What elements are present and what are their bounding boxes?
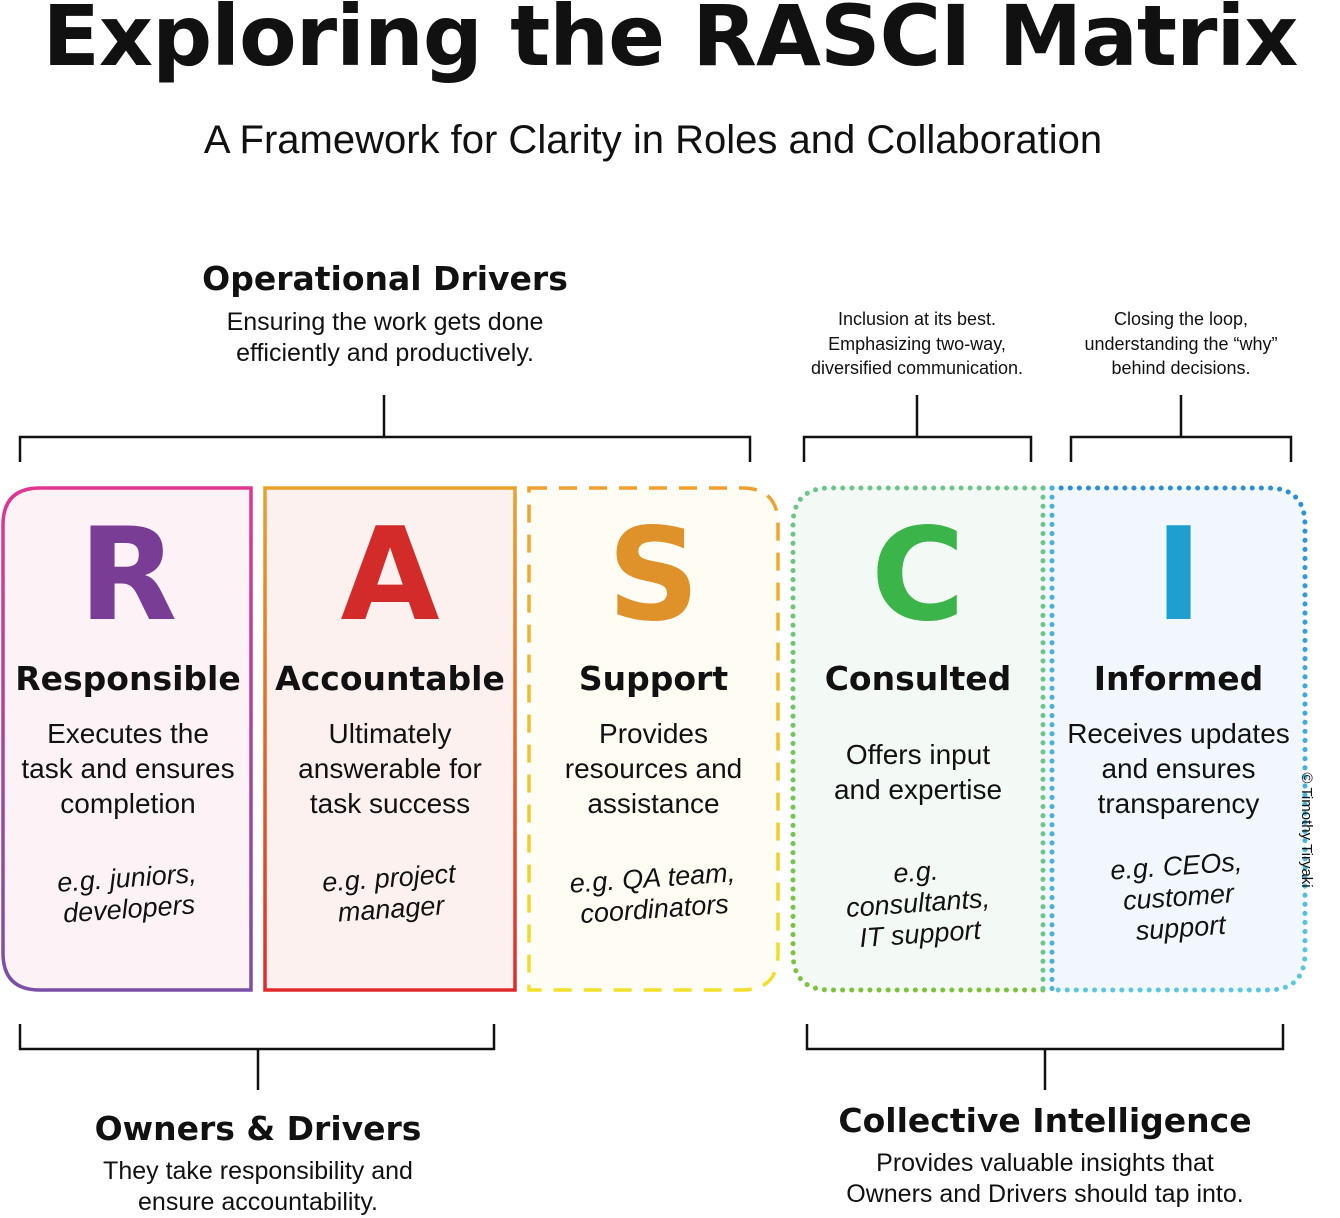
role-example-responsible: e.g. juniors, developers [13,855,243,933]
role-name-support: Support [578,659,729,698]
role-name-consulted: Consulted [824,659,1012,698]
desc-line: transparency [1097,788,1260,819]
page-subtitle: A Framework for Clarity in Roles and Col… [203,118,1103,162]
consulted-note-line-1: Inclusion at its best. [837,309,997,329]
role-card-support: S Support Provides resources and assista… [529,487,778,992]
role-desc-consulted: Offers input and expertise [799,737,1037,807]
desc-line: and ensures [1101,753,1256,784]
desc-line: and expertise [833,774,1003,805]
collective-intelligence-heading: Collective Intelligence [838,1101,1252,1140]
role-desc-responsible: Executes the task and ensures completion [9,716,247,821]
role-example-consulted: e.g. consultants, IT support [802,849,1034,958]
role-desc-informed: Receives updates and ensures transparenc… [1052,716,1305,821]
desc-line: Ultimately [328,718,452,749]
owners-drivers-line-2: ensure accountability. [138,1188,378,1216]
operational-drivers-line-2: efficiently and productively. [236,339,534,367]
operational-drivers-heading: Operational Drivers [202,259,568,298]
informed-note-line-1: Closing the loop, [1113,309,1249,329]
role-card-consulted: C Consulted Offers input and expertise e… [793,487,1043,992]
role-name-responsible: Responsible [15,659,241,698]
consulted-note-line-3: diversified communication. [810,358,1024,378]
letter-c: C [871,501,965,650]
operational-drivers-description: Ensuring the work gets done efficiently … [185,307,585,369]
owners-drivers-heading: Owners & Drivers [94,1109,422,1148]
informed-bracket [1069,395,1293,462]
owners-drivers-description: They take responsibility and ensure acco… [58,1156,458,1218]
consulted-bracket [802,395,1033,462]
role-name-accountable: Accountable [275,659,505,698]
desc-line: completion [60,788,196,819]
owners-drivers-bracket [18,1024,496,1090]
copyright-notice: © Timothy Tiryaki [1298,772,1315,888]
letter-r: R [78,501,178,650]
role-card-informed: I Informed Receives updates and ensures … [1052,487,1305,992]
role-desc-support: Provides resources and assistance [535,716,772,821]
owners-drivers-line-1: They take responsibility and [103,1157,413,1185]
page-title: Exploring the RASCI Matrix [42,0,1299,85]
collective-intelligence-description: Provides valuable insights that Owners a… [795,1148,1295,1210]
desc-line: Receives updates [1067,718,1290,749]
letter-a: A [340,501,440,650]
informed-note: Closing the loop, understanding the “why… [1051,307,1311,381]
role-card-accountable: A Accountable Ultimately answerable for … [265,487,515,992]
informed-note-line-3: behind decisions. [1111,358,1251,378]
collective-intelligence-line-1: Provides valuable insights that [876,1149,1214,1177]
collective-intelligence-bracket [805,1024,1285,1090]
letter-s: S [607,501,700,650]
desc-line: answerable for [298,753,482,784]
desc-line: assistance [587,788,720,819]
desc-line: task success [309,788,471,819]
desc-line: Offers input [845,739,991,770]
role-name-informed: Informed [1093,659,1264,698]
desc-line: Provides [599,718,708,749]
operational-drivers-bracket [18,395,752,462]
role-example-support: e.g. QA team, coordinators [539,855,768,933]
consulted-note: Inclusion at its best. Emphasizing two-w… [787,307,1047,381]
operational-drivers-line-1: Ensuring the work gets done [226,308,544,336]
role-example-informed: e.g. CEOs, customer support [1061,843,1296,952]
role-card-responsible: R Responsible Executes the task and ensu… [3,487,253,992]
letter-i: I [1154,501,1203,650]
role-example-accountable: e.g. project manager [275,855,505,933]
informed-note-line-2: understanding the “why” [1084,333,1278,354]
consulted-note-line-2: Emphasizing two-way, [828,333,1006,354]
role-desc-accountable: Ultimately answerable for task success [271,716,509,821]
desc-line: resources and [564,753,743,784]
collective-intelligence-line-2: Owners and Drivers should tap into. [846,1180,1244,1208]
desc-line: Executes the [47,718,209,749]
desc-line: task and ensures [21,753,235,784]
